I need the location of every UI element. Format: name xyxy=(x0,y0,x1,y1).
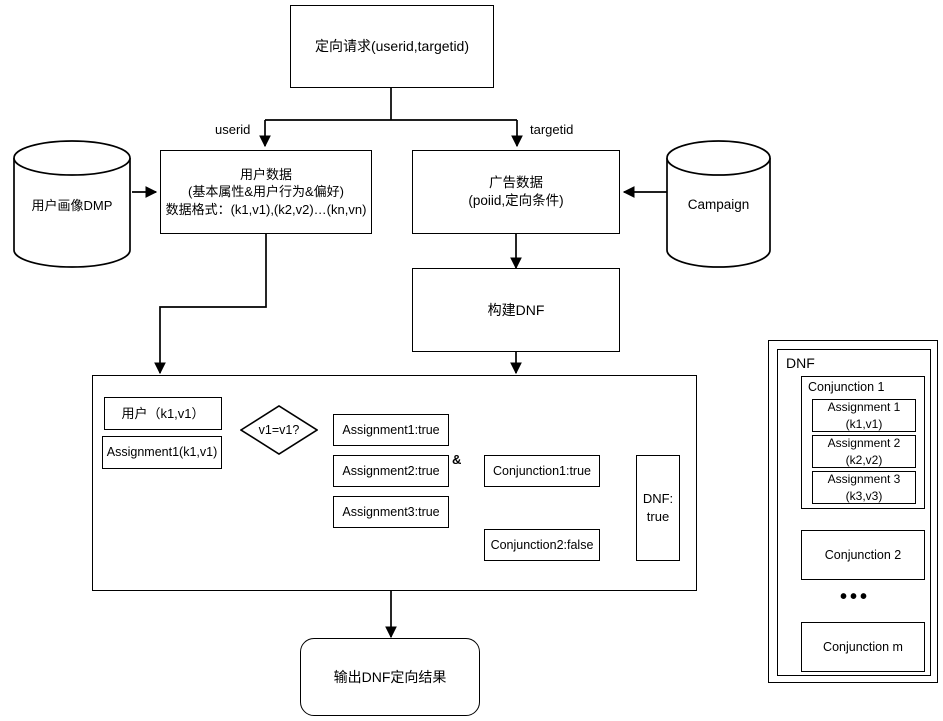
dnf-assignment-2[interactable]: Assignment 2 (k2,v2) xyxy=(812,435,916,468)
node-assignment1-label: Assignment1:true xyxy=(342,422,440,437)
node-ad-data-line1: 广告数据 xyxy=(489,174,543,190)
datastore-campaign-label: Campaign xyxy=(687,196,750,212)
dnf-assignment-3[interactable]: Assignment 3 (k3,v3) xyxy=(812,471,916,504)
dnf-assignment-1-name: Assignment 1 xyxy=(827,400,901,415)
node-user-kv[interactable]: 用户（k1,v1） xyxy=(104,397,222,430)
node-request-label: 定向请求(userid,targetid) xyxy=(314,38,470,55)
node-conjunction2-label: Conjunction2:false xyxy=(490,537,594,552)
datastore-campaign[interactable]: Campaign xyxy=(665,140,772,268)
dnf-assignment-3-name: Assignment 3 xyxy=(827,472,901,487)
dnf-assignment-1-kv: (k1,v1) xyxy=(845,416,883,431)
node-assignment3[interactable]: Assignment3:true xyxy=(333,496,449,528)
node-user-data-line1: 用户数据 xyxy=(239,166,292,182)
dnf-conjunction-2[interactable]: Conjunction 2 xyxy=(801,530,925,580)
dnf-assignment-2-name: Assignment 2 xyxy=(827,436,901,451)
edge-label-userid: userid xyxy=(215,122,251,137)
node-user-kv-label: 用户（k1,v1） xyxy=(121,405,205,421)
node-decision-label: v1=v1? xyxy=(258,423,300,437)
node-conjunction1-label: Conjunction1:true xyxy=(493,463,591,478)
node-user-data[interactable]: 用户数据 (基本属性&用户行为&偏好) 数据格式：(k1,v1),(k2,v2)… xyxy=(160,150,372,234)
dnf-conjunction1-title: Conjunction 1 xyxy=(808,380,885,394)
node-request[interactable]: 定向请求(userid,targetid) xyxy=(290,5,494,88)
node-conjunction1[interactable]: Conjunction1:true xyxy=(484,455,600,487)
edge-label-and: & xyxy=(452,452,462,467)
node-assignment3-label: Assignment3:true xyxy=(342,504,440,519)
node-dnf-result[interactable]: DNF: true xyxy=(636,455,680,561)
node-user-data-line3: 数据格式：(k1,v1),(k2,v2)…(kn,vn) xyxy=(165,201,367,217)
datastore-dmp-label: 用户画像DMP xyxy=(31,197,113,213)
edge-label-targetid: targetid xyxy=(530,122,574,137)
dnf-conjunction-m-label: Conjunction m xyxy=(823,639,903,654)
dnf-panel: DNF Conjunction 1 Assignment 1 (k1,v1) A… xyxy=(768,340,938,683)
dnf-assignment-2-kv: (k2,v2) xyxy=(845,452,883,467)
node-build-dnf[interactable]: 构建DNF xyxy=(412,268,620,352)
node-conjunction2[interactable]: Conjunction2:false xyxy=(484,529,600,561)
node-output-label: 输出DNF定向结果 xyxy=(333,668,447,685)
node-ad-data-line2: (poiid,定向条件) xyxy=(468,193,564,208)
node-assignment-kv[interactable]: Assignment1(k1,v1) xyxy=(102,436,222,469)
node-assignment2[interactable]: Assignment2:true xyxy=(333,455,449,487)
dnf-conjunction1-group[interactable]: Conjunction 1 Assignment 1 (k1,v1) Assig… xyxy=(801,376,925,509)
datastore-dmp[interactable]: 用户画像DMP xyxy=(12,140,132,268)
node-decision[interactable]: v1=v1? xyxy=(239,405,319,455)
dnf-assignment-3-kv: (k3,v3) xyxy=(845,488,883,503)
node-ad-data[interactable]: 广告数据 (poiid,定向条件) xyxy=(412,150,620,234)
dnf-conjunction-m[interactable]: Conjunction m xyxy=(801,622,925,672)
dnf-panel-inner: DNF Conjunction 1 Assignment 1 (k1,v1) A… xyxy=(777,349,931,676)
dnf-conjunction-2-label: Conjunction 2 xyxy=(824,547,902,562)
node-user-data-line2: (基本属性&用户行为&偏好) xyxy=(187,184,344,200)
node-assignment1[interactable]: Assignment1:true xyxy=(333,414,449,446)
node-output[interactable]: 输出DNF定向结果 xyxy=(300,638,480,716)
dnf-assignment-1[interactable]: Assignment 1 (k1,v1) xyxy=(812,399,916,432)
node-dnf-result-label: DNF: true xyxy=(642,491,674,524)
node-build-dnf-label: 构建DNF xyxy=(487,301,545,318)
dnf-panel-title: DNF xyxy=(786,355,815,371)
node-assignment2-label: Assignment2:true xyxy=(342,463,440,478)
node-assignment-kv-label: Assignment1(k1,v1) xyxy=(106,445,218,460)
dnf-ellipsis: ••• xyxy=(840,586,871,608)
